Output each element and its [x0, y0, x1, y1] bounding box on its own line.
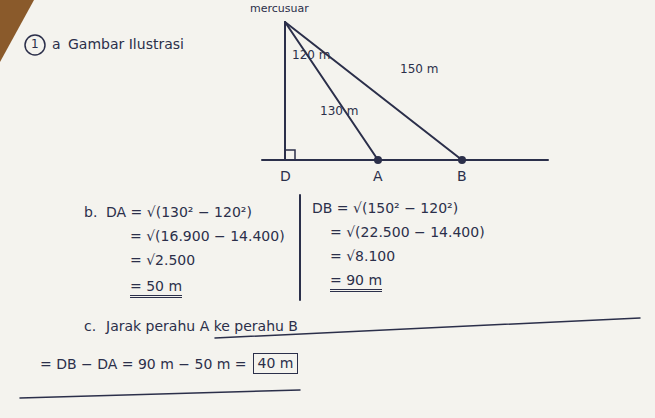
column-divider: [299, 195, 301, 300]
right-angle-mark: [285, 150, 295, 160]
item-letter: a: [52, 36, 61, 53]
sight-line-a: [285, 22, 378, 160]
sight-line-b: [285, 22, 462, 160]
point-letter: D: [280, 168, 291, 185]
pen-stroke: [20, 390, 300, 398]
point-letter: A: [373, 168, 383, 185]
formula: = √(16.900 − 14.400): [130, 228, 285, 245]
point-letter: B: [457, 168, 467, 185]
formula: DB = √(150² − 120²): [312, 200, 458, 217]
dimension: 120 m: [292, 48, 330, 62]
formula: DA = √(130² − 120²): [106, 204, 252, 221]
item-letter: b.: [84, 204, 97, 221]
heading: Jarak perahu A ke perahu B: [106, 318, 298, 335]
ground-line: [262, 159, 548, 161]
boat-point: [458, 156, 466, 164]
dimension: 150 m: [400, 62, 438, 76]
result: = 50 m: [130, 278, 182, 298]
point-name: mercusuar: [250, 2, 309, 15]
heading: Gambar Ilustrasi: [68, 36, 184, 53]
formula: = √(22.500 − 14.400): [330, 224, 485, 241]
dimension: 130 m: [320, 104, 358, 118]
formula: = √2.500: [130, 252, 195, 269]
result: = 90 m: [330, 272, 382, 292]
callout-number: 1: [31, 37, 39, 51]
formula: = √8.100: [330, 248, 395, 265]
boat-point: [374, 156, 382, 164]
answer-box: 40 m: [253, 353, 299, 374]
item-letter: c.: [84, 318, 96, 335]
formula: = DB − DA = 90 m − 50 m =: [40, 356, 247, 373]
number-circle: [25, 35, 45, 55]
tower-line: [284, 22, 286, 160]
